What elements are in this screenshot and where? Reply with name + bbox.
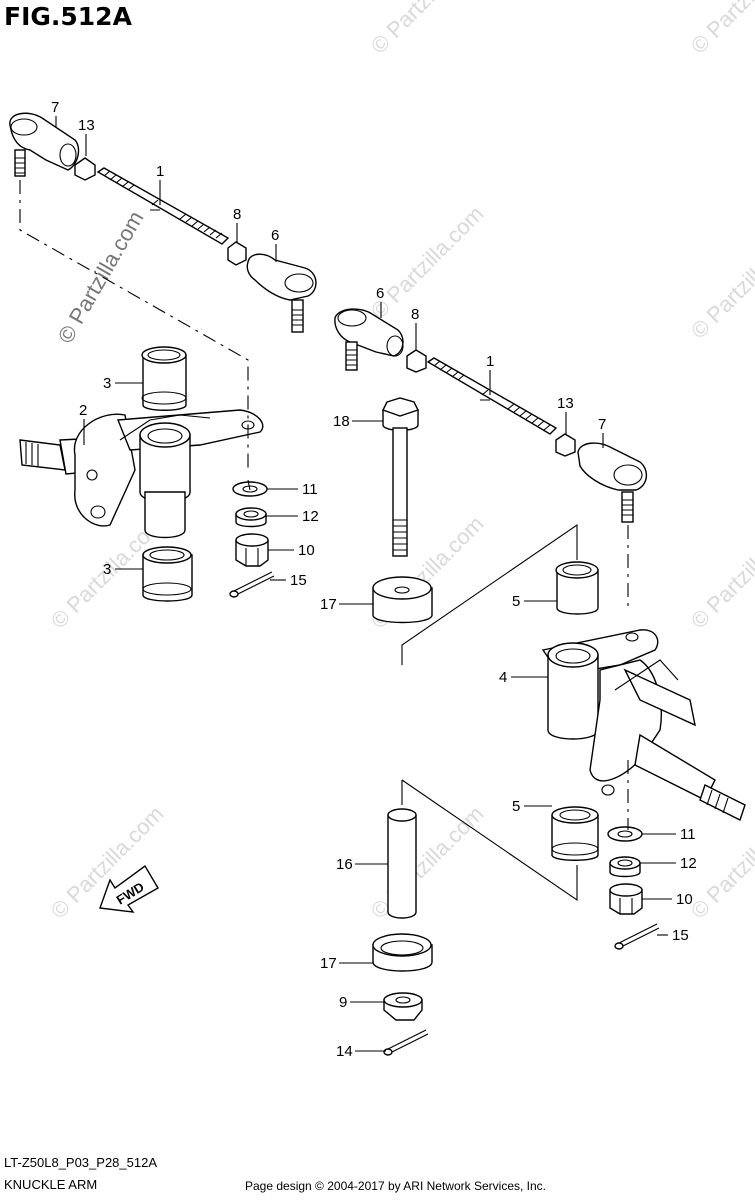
bushing-right-lower[interactable] <box>551 806 599 861</box>
callout-14: 14 <box>336 1043 353 1060</box>
seal-cap-lower[interactable] <box>372 933 433 972</box>
callout-5: 5 <box>512 593 520 610</box>
watermark: © Partzilla.com <box>53 207 149 348</box>
callout-12: 12 <box>302 508 319 525</box>
callout-13: 13 <box>78 117 95 134</box>
figure-subtitle: KNUCKLE ARM <box>4 1177 98 1192</box>
cotter-pin-center[interactable] <box>383 1029 429 1056</box>
castle-nut-left[interactable] <box>235 533 269 567</box>
callout-6: 6 <box>271 227 279 244</box>
diagram-code: LT-Z50L8_P03_P28_512A <box>4 1155 157 1170</box>
callout-10: 10 <box>298 542 315 559</box>
nut-small-upper[interactable] <box>227 241 247 266</box>
spacer-washer-right[interactable] <box>609 856 641 878</box>
callout-16: 16 <box>336 856 353 873</box>
tie-rod-right[interactable] <box>426 357 558 435</box>
bolt[interactable] <box>382 397 419 557</box>
callout-5: 5 <box>512 798 520 815</box>
callout-15: 15 <box>672 927 689 944</box>
washer-right[interactable] <box>607 826 643 842</box>
callout-18: 18 <box>333 413 350 430</box>
knuckle-left[interactable] <box>19 409 264 539</box>
callout-1: 1 <box>156 163 164 180</box>
watermark: © Partzilla.com <box>686 0 755 59</box>
tie-rod-end-upper-left[interactable] <box>9 112 80 177</box>
watermark: © Partzilla.com <box>366 801 489 924</box>
nut-small-right[interactable] <box>406 349 427 373</box>
callout-7: 7 <box>51 99 59 116</box>
watermark: © Partzilla.com <box>366 0 489 59</box>
castle-nut-right[interactable] <box>609 883 643 915</box>
bushing-right-upper[interactable] <box>555 561 599 615</box>
callout-3: 3 <box>103 561 111 578</box>
callout-12: 12 <box>680 855 697 872</box>
callout-1: 1 <box>486 353 494 370</box>
cotter-pin-right[interactable] <box>614 923 660 950</box>
tie-rod-end-upper-inner[interactable] <box>246 253 317 333</box>
callout-15: 15 <box>290 572 307 589</box>
page-credit: Page design © 2004-2017 by ARI Network S… <box>245 1179 547 1193</box>
callouts: 7 13 1 8 6 6 8 1 13 7 3 2 3 11 <box>51 99 697 1060</box>
callout-7: 7 <box>598 416 606 433</box>
tie-rod-end-right-inner[interactable] <box>334 308 404 371</box>
bushing-left-lower[interactable] <box>142 546 193 602</box>
bushing-left-upper[interactable] <box>141 346 187 411</box>
watermark: © Partzilla.com <box>366 201 489 324</box>
tie-rod-end-right-outer[interactable] <box>577 442 647 523</box>
collar[interactable] <box>387 808 417 919</box>
callout-17: 17 <box>320 955 337 972</box>
cotter-pin-left[interactable] <box>229 571 275 598</box>
callout-8: 8 <box>411 306 419 323</box>
assembly-lines <box>19 180 629 902</box>
tie-rod-upper[interactable] <box>96 167 230 245</box>
callout-10: 10 <box>676 891 693 908</box>
callout-17: 17 <box>320 596 337 613</box>
callout-9: 9 <box>339 994 347 1011</box>
callout-13: 13 <box>557 395 574 412</box>
spacer-washer-left[interactable] <box>235 507 267 528</box>
watermark: © Partzilla.com <box>686 511 755 634</box>
flange-nut[interactable] <box>383 992 423 1021</box>
knuckle-right[interactable] <box>541 629 746 821</box>
callout-11: 11 <box>680 826 696 843</box>
seal-cap-upper[interactable] <box>372 576 433 624</box>
callout-3: 3 <box>103 375 111 392</box>
figure-title: FIG.512A <box>4 2 132 31</box>
callout-6: 6 <box>376 285 384 302</box>
watermark: © Partzilla.com <box>686 221 755 344</box>
callout-8: 8 <box>233 206 241 223</box>
callout-11: 11 <box>302 481 318 498</box>
lock-nut-upper[interactable] <box>74 157 96 181</box>
lock-nut-right[interactable] <box>555 433 576 457</box>
callout-2: 2 <box>79 402 87 419</box>
callout-4: 4 <box>499 669 507 686</box>
